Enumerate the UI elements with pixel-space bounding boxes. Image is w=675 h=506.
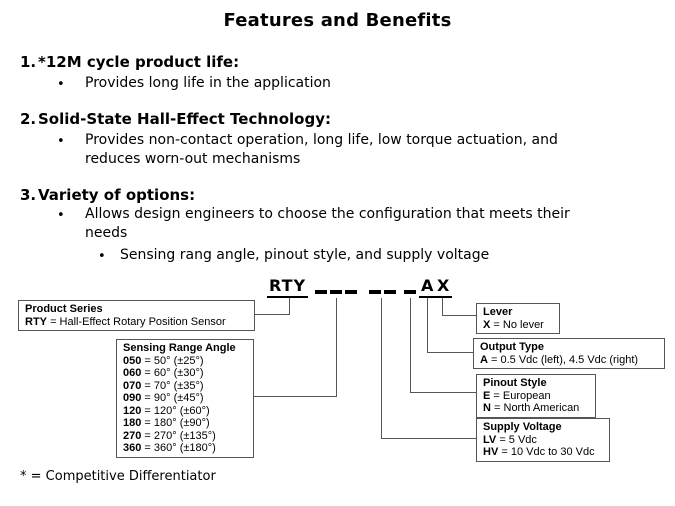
- box-entry: 090 = 90° (±45°): [123, 392, 204, 404]
- part-number-dash: [315, 290, 327, 294]
- box-entry: 180 = 180° (±90°): [123, 417, 210, 429]
- part-number-dash: [384, 290, 396, 294]
- box-entry: HV = 10 Vdc to 30 Vdc: [483, 446, 595, 458]
- connector-line: [442, 298, 443, 315]
- box-title: Product Series: [25, 303, 103, 315]
- feature-2-heading: 2. Solid-State Hall-Effect Technology:: [20, 110, 331, 128]
- feature-2-number: 2.: [20, 110, 37, 128]
- box-entry: 070 = 70° (±35°): [123, 379, 204, 392]
- part-number-letter-a: A: [419, 278, 437, 298]
- bullet-marker: •: [57, 208, 65, 223]
- box-entry: 060 = 60° (±30°): [123, 367, 204, 379]
- box-entry: 270 = 270° (±135°): [123, 429, 216, 442]
- sensing-range-angle-box: Sensing Range Angle 050 = 50° (±25°) 060…: [116, 339, 254, 458]
- feature-2-title: Solid-State Hall-Effect Technology:: [38, 110, 331, 128]
- lever-box: Lever X = No lever: [476, 303, 560, 334]
- feature-3-bullet-line: needs: [85, 225, 128, 241]
- box-entry: N = North American: [483, 402, 580, 414]
- box-entry: RTY = Hall-Effect Rotary Position Sensor: [25, 315, 226, 328]
- connector-line: [427, 352, 473, 353]
- part-number-dash: [330, 290, 342, 294]
- connector-line: [336, 298, 337, 396]
- feature-1-number: 1.: [20, 53, 37, 71]
- feature-1-bullet-line: Provides long life in the application: [85, 75, 331, 91]
- part-number-prefix: RTY: [267, 278, 309, 298]
- page-title: Features and Benefits: [223, 10, 452, 31]
- box-entry: 360 = 360° (±180°): [123, 442, 216, 454]
- footnote: * = Competitive Differentiator: [20, 469, 216, 484]
- feature-3-bullet-line: Allows design engineers to choose the co…: [85, 206, 570, 222]
- connector-line: [289, 298, 290, 314]
- product-series-box: Product Series RTY = Hall-Effect Rotary …: [18, 300, 255, 331]
- box-title: Output Type: [480, 341, 544, 353]
- box-entry: E = European: [483, 389, 551, 402]
- box-entry: 120 = 120° (±60°): [123, 404, 210, 417]
- box-entry: LV = 5 Vdc: [483, 433, 537, 446]
- feature-1-title: *12M cycle product life:: [38, 53, 240, 71]
- connector-line: [254, 396, 337, 397]
- box-title: Sensing Range Angle: [123, 342, 236, 354]
- connector-line: [410, 392, 476, 393]
- pinout-style-box: Pinout Style E = European N = North Amer…: [476, 374, 596, 418]
- part-number-dash: [369, 290, 381, 294]
- feature-3-heading: 3. Variety of options:: [20, 186, 195, 204]
- box-entry: 050 = 50° (±25°): [123, 354, 204, 367]
- connector-line: [381, 438, 476, 439]
- connector-line: [381, 298, 382, 438]
- connector-line: [442, 315, 476, 316]
- bullet-marker: •: [57, 77, 65, 92]
- connector-line: [410, 298, 411, 392]
- box-title: Supply Voltage: [483, 421, 562, 433]
- box-title: Pinout Style: [483, 377, 547, 389]
- feature-2-bullet-line: reduces worn-out mechanisms: [85, 151, 301, 167]
- feature-3-title: Variety of options:: [38, 186, 196, 204]
- connector-line: [427, 298, 428, 352]
- box-title: Lever: [483, 306, 513, 318]
- feature-3-number: 3.: [20, 186, 37, 204]
- feature-1-heading: 1. *12M cycle product life:: [20, 53, 239, 71]
- supply-voltage-box: Supply Voltage LV = 5 Vdc HV = 10 Vdc to…: [476, 418, 610, 462]
- part-number-dash: [404, 290, 416, 294]
- part-number-dash: [345, 290, 357, 294]
- connector-line: [255, 314, 290, 315]
- box-entry: A = 0.5 Vdc (left), 4.5 Vdc (right): [480, 353, 639, 366]
- output-type-box: Output Type A = 0.5 Vdc (left), 4.5 Vdc …: [473, 338, 665, 369]
- feature-3-sub-bullet-line: Sensing rang angle, pinout style, and su…: [120, 247, 490, 263]
- feature-2-bullet-line: Provides non-contact operation, long lif…: [85, 132, 558, 148]
- part-number-letter-x: X: [435, 278, 453, 298]
- sub-bullet-marker: •: [98, 249, 106, 264]
- bullet-marker: •: [57, 134, 65, 149]
- box-entry: X = No lever: [483, 318, 544, 331]
